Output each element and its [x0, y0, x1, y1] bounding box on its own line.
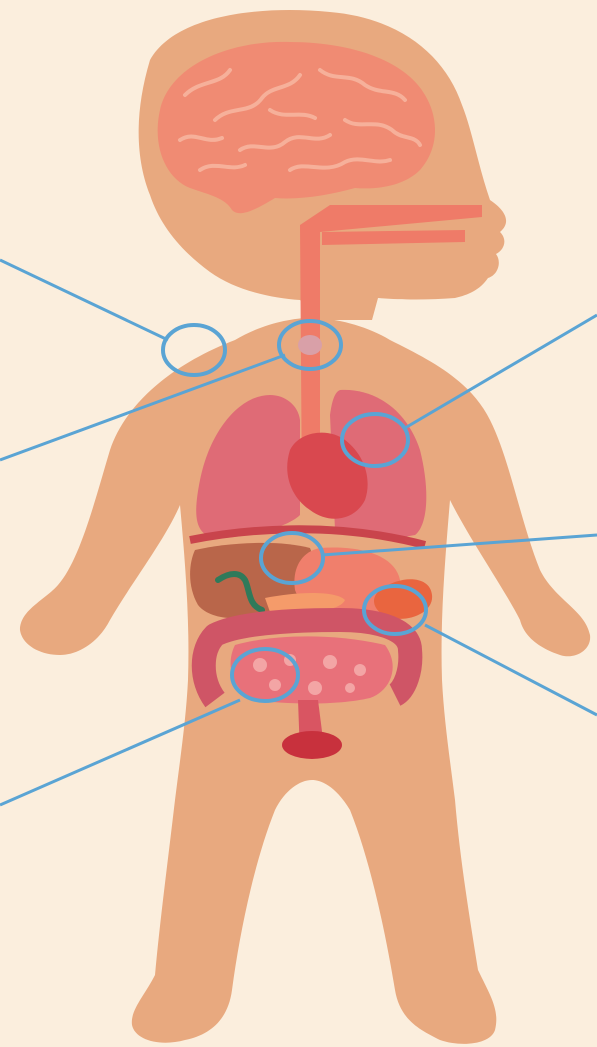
- bladder: [282, 731, 342, 759]
- thyroid-spot: [298, 335, 322, 355]
- callout-line-thyroid-left: [0, 260, 168, 340]
